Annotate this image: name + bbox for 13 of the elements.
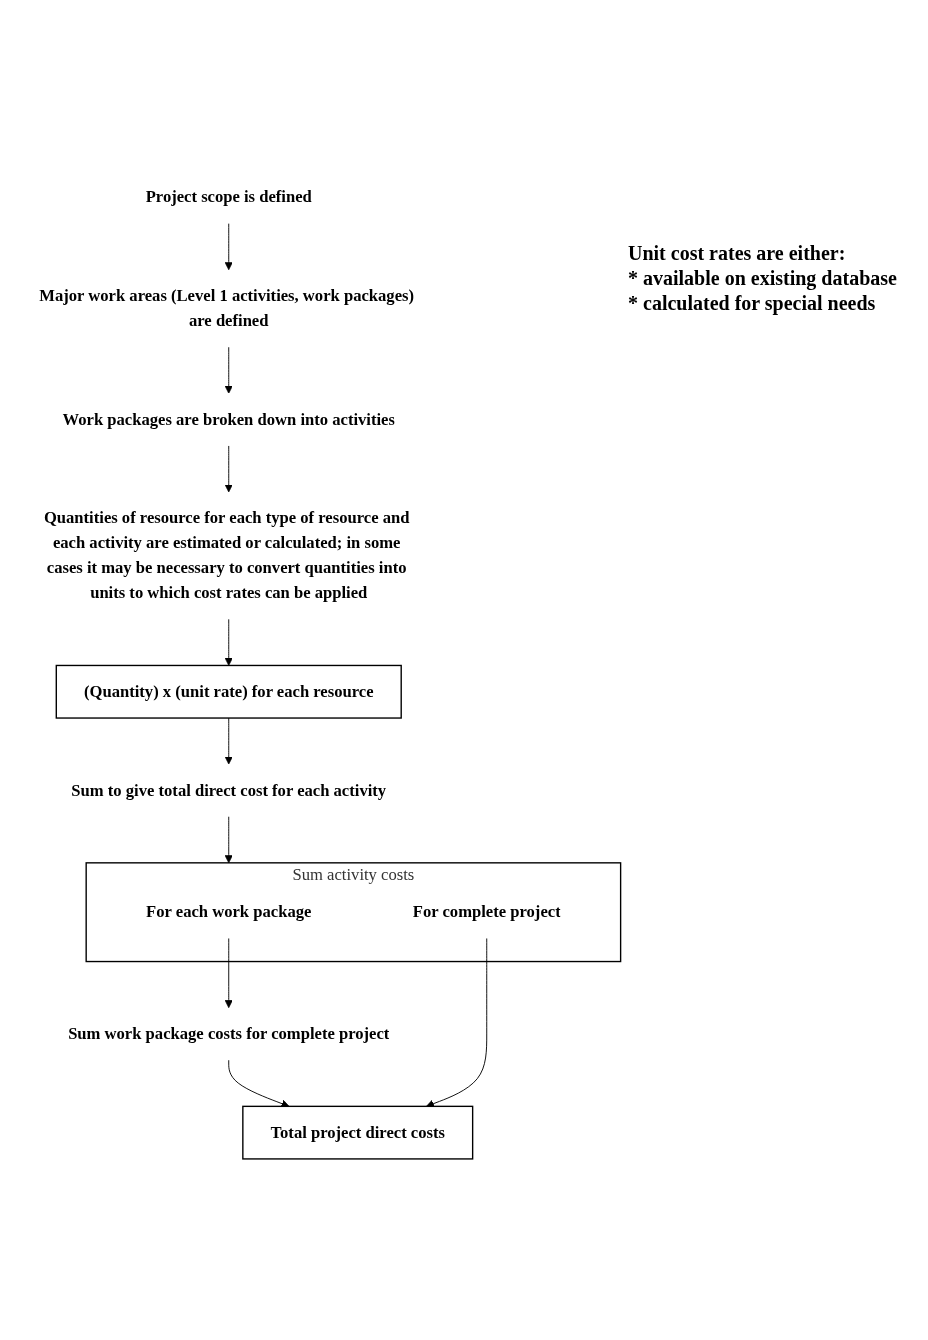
node-text: Quantities of resource for each type of resource and each activity are estimated or calculated; in some cases it may be necessary to convert quantities into units to which cost rates can be applied bbox=[43, 508, 410, 602]
node-box: Total project direct costs bbox=[242, 1105, 474, 1160]
node-text: Major work areas (Level 1 activities, work packages) are defined bbox=[39, 286, 415, 330]
node-text: Work packages are broken down into activities bbox=[62, 409, 395, 429]
note-text: Unit cost rates are either: bbox=[628, 242, 847, 265]
note-text: * available on existing database bbox=[628, 267, 898, 290]
node-text: Sum work package costs for complete project bbox=[68, 1024, 390, 1043]
node-box: (Quantity) x (unit rate) for each resource bbox=[55, 664, 402, 719]
node-text: Sum to give total direct cost for each activity bbox=[71, 780, 387, 800]
note-text: * calculated for special needs bbox=[628, 292, 877, 315]
node-text: Project scope is defined bbox=[145, 187, 312, 207]
node-text: For complete project bbox=[412, 902, 561, 921]
node-text: For each work package bbox=[146, 902, 312, 921]
